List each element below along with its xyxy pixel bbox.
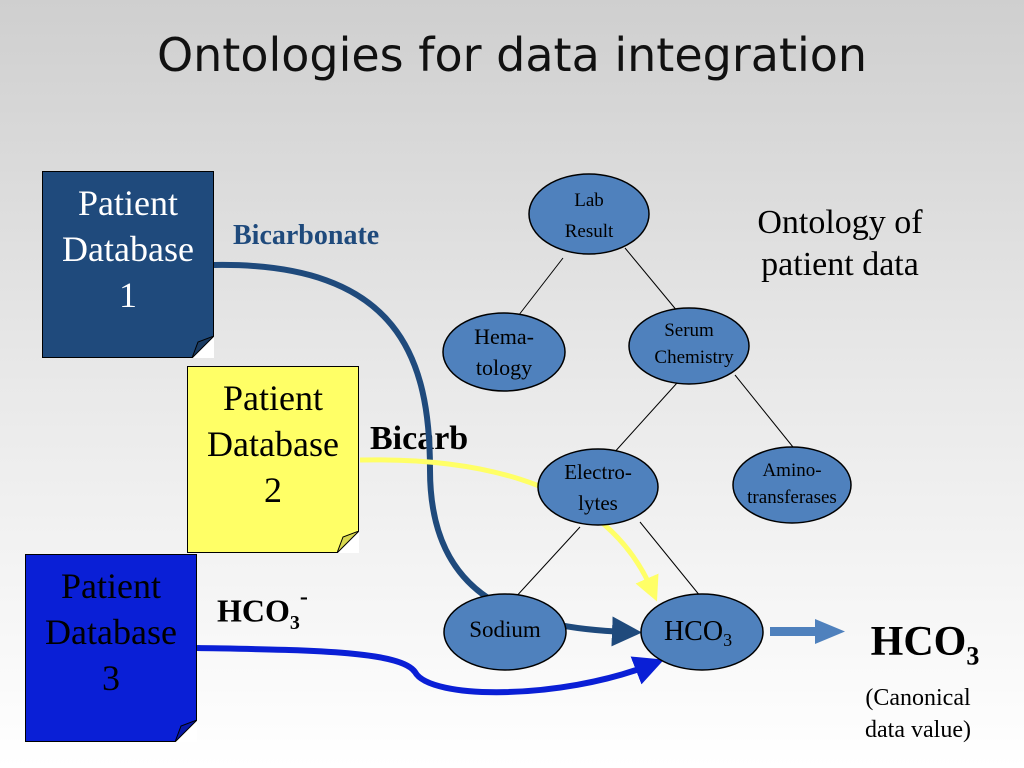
node-serum-chemistry: Serum Chemistry [628, 307, 750, 385]
edge-electrolytes-sodium [512, 526, 581, 601]
edge-labresult-hematology [514, 257, 564, 321]
node-hematology: Hema- tology [442, 312, 566, 392]
patient-database-2-label: Patient Database 2 [207, 378, 339, 510]
svg-text:lytes: lytes [578, 491, 618, 515]
svg-text:HCO3: HCO3 [664, 616, 732, 650]
page-fold-icon [192, 336, 214, 358]
patient-database-1: Patient Database 1 [42, 171, 214, 358]
patient-database-3: Patient Database 3 [25, 554, 197, 742]
svg-text:Hema-: Hema- [474, 324, 534, 349]
arrow-bicarbonate-to-hco3 [213, 261, 642, 647]
node-sodium: Sodium [443, 593, 567, 671]
ontology-title: Ontology of patient data [757, 204, 923, 283]
edge-serumchemistry-aminotransferases [734, 374, 798, 453]
svg-text:Serum: Serum [664, 320, 714, 341]
edge-labresult-serumchemistry [624, 247, 679, 313]
edge-electrolytes-hco3 [639, 521, 706, 603]
canonical-hco3: HCO3 [870, 619, 980, 671]
patient-database-3-label: Patient Database 3 [45, 566, 177, 698]
node-lab-result: Lab Result [528, 173, 650, 255]
page-fold-icon [175, 720, 197, 742]
arrow-hco3-minus-to-hco3 [196, 645, 664, 696]
node-aminotransferases: Amino- transferases [732, 446, 852, 524]
canonical-note: (Canonical data value) [865, 685, 971, 743]
slide-title: Ontologies for data integration [156, 28, 868, 82]
term-bicarb: Bicarb [370, 420, 469, 457]
patient-database-2: Patient Database 2 [187, 366, 359, 553]
svg-text:tology: tology [476, 355, 532, 380]
svg-text:Sodium: Sodium [469, 617, 541, 642]
page-fold-icon [337, 531, 359, 553]
node-hco3: HCO3 [640, 593, 764, 671]
svg-text:Result: Result [565, 221, 614, 242]
svg-text:Amino-: Amino- [762, 460, 821, 481]
svg-text:Electro-: Electro- [564, 460, 632, 484]
svg-text:Chemistry: Chemistry [654, 347, 734, 368]
svg-text:transferases: transferases [747, 487, 837, 508]
term-bicarbonate: Bicarbonate [233, 220, 380, 251]
svg-text:Lab: Lab [574, 190, 604, 211]
patient-database-1-label: Patient Database 1 [62, 183, 194, 315]
canonical-arrow-icon [770, 619, 845, 644]
node-electrolytes: Electro- lytes [537, 448, 659, 526]
term-hco3-minus: HCO3- [217, 584, 308, 635]
edge-serumchemistry-electrolytes [611, 382, 678, 456]
arrow-bicarb-to-hco3 [359, 457, 659, 602]
